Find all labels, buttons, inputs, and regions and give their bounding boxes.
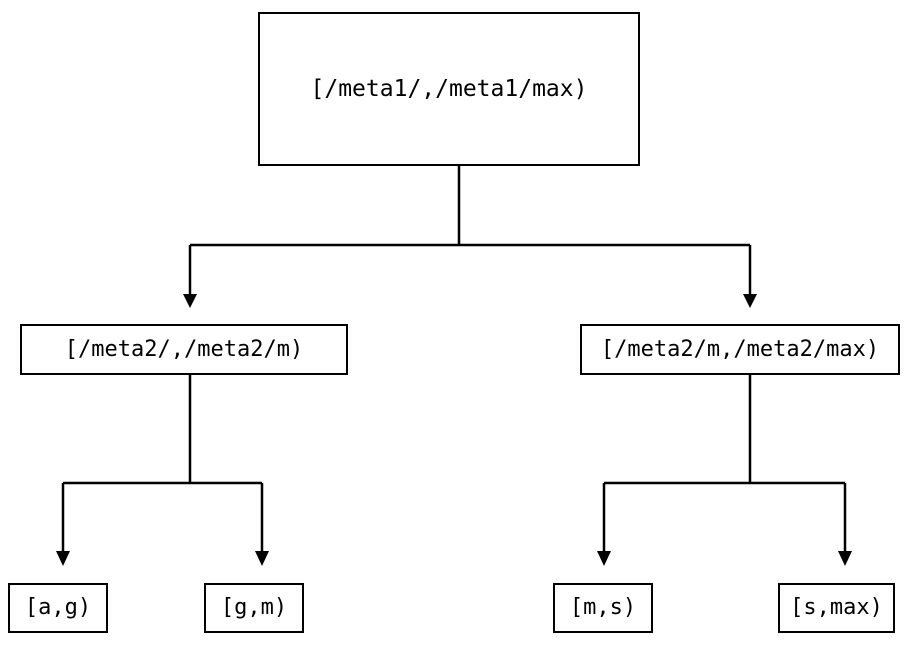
- tree-node-leaf-ms[interactable]: [m,s): [553, 583, 653, 633]
- arrowhead-icon: [597, 551, 611, 566]
- tree-node-leaf-ms-label: [m,s): [569, 595, 637, 620]
- arrowhead-icon: [743, 294, 757, 308]
- edge-root-to-mid-right: [743, 245, 757, 308]
- tree-node-leaf-ag-label: [a,g): [24, 595, 92, 620]
- arrowhead-icon: [183, 294, 197, 308]
- tree-node-leaf-gm[interactable]: [g,m): [204, 583, 304, 633]
- edge-mid-right-to-leaf-ms: [597, 375, 845, 566]
- edge-mid-right-to-leaf-smax: [838, 483, 852, 566]
- edge-mid-left-to-leaf-gm: [255, 483, 269, 566]
- tree-node-leaf-ag[interactable]: [a,g): [8, 583, 108, 633]
- tree-node-mid-left-label: [/meta2/,/meta2/m): [64, 336, 304, 362]
- tree-node-root-label: [/meta1/,/meta1/max): [310, 75, 588, 102]
- tree-node-leaf-gm-label: [g,m): [220, 595, 288, 620]
- tree-node-leaf-smax-label: [s,max): [790, 595, 883, 620]
- edge-mid-left-to-leaf-ag: [56, 375, 262, 566]
- arrowhead-icon: [838, 551, 852, 566]
- arrowhead-icon: [56, 551, 70, 566]
- tree-node-mid-right-label: [/meta2/m,/meta2/max): [600, 336, 880, 362]
- arrowhead-icon: [255, 551, 269, 566]
- tree-node-mid-left[interactable]: [/meta2/,/meta2/m): [20, 324, 348, 375]
- tree-node-root[interactable]: [/meta1/,/meta1/max): [258, 12, 640, 166]
- tree-node-mid-right[interactable]: [/meta2/m,/meta2/max): [580, 324, 900, 375]
- edge-root-to-mid-left: [183, 166, 750, 308]
- tree-node-leaf-smax[interactable]: [s,max): [778, 583, 895, 633]
